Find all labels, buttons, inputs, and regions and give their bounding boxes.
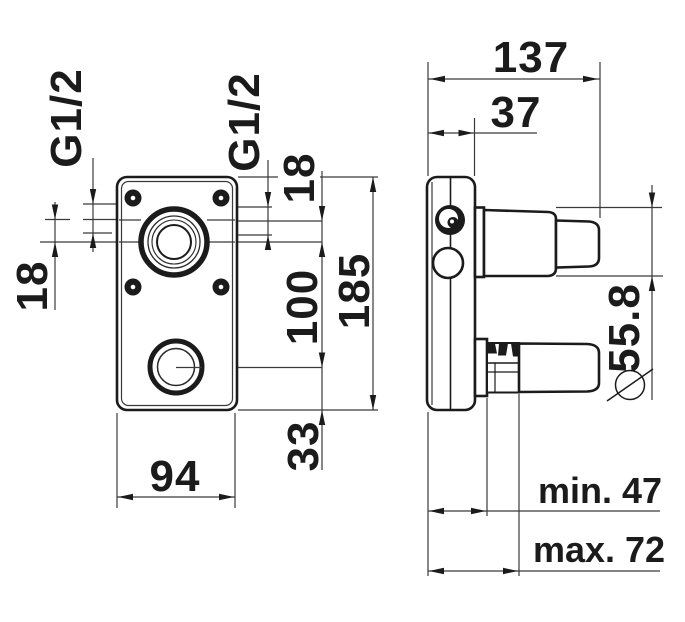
dim-port-spacing: 100	[278, 269, 327, 345]
plug-circle-side	[431, 246, 465, 280]
dim-plate-width: 94	[150, 452, 201, 501]
thread-label-right: G1/2	[220, 72, 269, 171]
lower-valve-body	[473, 337, 601, 398]
mounting-plate-inner-outline	[120, 180, 234, 407]
dim-offset-bottom: 33	[279, 421, 328, 472]
dim-total-depth: 137	[493, 33, 569, 82]
dim-offset-left: 18	[8, 261, 57, 312]
screw-head-side	[435, 205, 465, 235]
plate-crossing-lines	[119, 219, 235, 243]
top-valve-port	[138, 206, 210, 278]
dim-offset-right: 18	[275, 153, 324, 204]
dim-plate-height: 185	[330, 253, 379, 329]
dim-depth-min: min. 47	[538, 470, 662, 511]
thread-marks	[488, 343, 518, 357]
dimension-arrows	[51, 75, 656, 575]
upper-valve-stem	[554, 219, 601, 269]
bottom-valve-port	[147, 338, 205, 396]
side-view	[425, 175, 654, 412]
lower-valve-stem	[517, 342, 601, 394]
dim-plate-depth: 37	[491, 88, 542, 137]
upper-valve-body	[473, 206, 601, 279]
thread-label-left: G1/2	[42, 68, 91, 167]
dimension-labels: 137 37 94 G1/2 G1/2 18 18 100 185 33 55.…	[8, 33, 665, 570]
dim-depth-max: max. 72	[533, 529, 665, 570]
dim-trim-diameter: 55.8	[600, 283, 649, 373]
diameter-symbol-icon	[606, 368, 654, 402]
mounting-screws	[124, 189, 230, 296]
front-view	[115, 175, 239, 412]
